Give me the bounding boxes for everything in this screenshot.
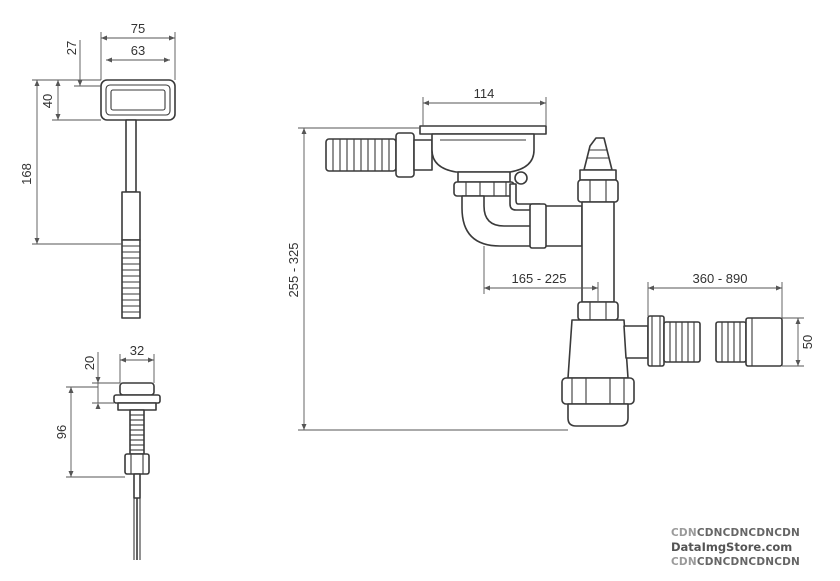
handle-assembly bbox=[100, 79, 176, 319]
siphon-assembly bbox=[325, 125, 783, 427]
dim-label-96: 96 bbox=[54, 425, 69, 439]
dim-label-32: 32 bbox=[130, 343, 144, 358]
dim-total-height: 255 - 325 bbox=[286, 127, 568, 431]
dim-label-50: 50 bbox=[800, 335, 815, 349]
cable-corrugated bbox=[121, 239, 141, 319]
dim-label-165-225: 165 - 225 bbox=[512, 271, 567, 286]
plug-rod bbox=[133, 473, 141, 499]
dim-label-255-325: 255 - 325 bbox=[286, 243, 301, 298]
pipe-coupling bbox=[529, 203, 547, 249]
strainer-nut bbox=[453, 181, 515, 197]
top-hose-nozzle bbox=[583, 137, 613, 171]
dim-handle-inner-width: 63 bbox=[106, 43, 170, 63]
strainer-tab bbox=[514, 171, 528, 185]
watermark-line-3a: CDN bbox=[671, 556, 697, 568]
dim-plug-diameter: 32 bbox=[119, 343, 155, 383]
cable-ribs bbox=[122, 245, 140, 313]
overflow-hose bbox=[325, 132, 433, 178]
plug-flange bbox=[113, 394, 161, 404]
trap-cup bbox=[567, 403, 629, 427]
dim-outlet-diameter: 50 bbox=[782, 317, 815, 367]
dim-label-63: 63 bbox=[131, 43, 145, 58]
dim-label-20: 20 bbox=[82, 356, 97, 370]
outlet-connector bbox=[647, 315, 701, 367]
watermark-line-3: CDNCDNCDNCDNCDN bbox=[671, 556, 800, 568]
dim-outlet-extension: 360 - 890 bbox=[647, 271, 783, 318]
watermark-line-3b: CDNCDNCDNCDN bbox=[696, 556, 801, 568]
trap-nut bbox=[561, 377, 635, 405]
dim-label-114: 114 bbox=[474, 86, 495, 101]
cable-sleeve bbox=[121, 191, 141, 241]
dim-strainer-diameter: 114 bbox=[422, 86, 547, 126]
dim-trap-offset: 165 - 225 bbox=[483, 246, 599, 302]
handle-inner bbox=[105, 84, 171, 116]
handle-window bbox=[110, 89, 166, 111]
plug-thread-lines bbox=[130, 414, 144, 451]
plug-cap bbox=[119, 382, 155, 396]
dim-label-360-890: 360 - 890 bbox=[693, 271, 748, 286]
dim-label-27: 27 bbox=[64, 41, 79, 55]
watermark-line-1: CDNCDNCDNCDNCDN bbox=[671, 527, 800, 539]
dim-label-75: 75 bbox=[131, 21, 145, 36]
dim-label-40: 40 bbox=[40, 94, 55, 108]
dim-plug-thread: 96 bbox=[54, 386, 125, 478]
plug-collar bbox=[117, 402, 157, 411]
bottle-trap bbox=[561, 319, 649, 427]
tee-bottom-nut bbox=[577, 301, 619, 321]
outlet-extension-pipe bbox=[715, 317, 783, 367]
plug-assembly bbox=[113, 382, 161, 560]
watermark-line-1b: CDNCDNCDNCDN bbox=[696, 527, 801, 539]
plug-nut bbox=[124, 453, 150, 475]
dim-cable-length: 168 bbox=[19, 79, 122, 245]
dim-handle-outer-width: 75 bbox=[100, 21, 176, 80]
trap-outlet-stub bbox=[623, 325, 649, 359]
tee-nut bbox=[577, 179, 619, 203]
plug-thread bbox=[129, 409, 145, 455]
dim-label-168: 168 bbox=[19, 163, 34, 185]
vertical-tee bbox=[577, 137, 619, 321]
watermark-line-1a: CDN bbox=[671, 527, 697, 539]
handle-outer bbox=[100, 79, 176, 121]
dim-handle-height: 40 bbox=[40, 79, 101, 121]
watermark-line-2: DataImgStore.com bbox=[671, 540, 793, 554]
cable-rod bbox=[125, 119, 137, 193]
dim-plug-flange: 20 bbox=[82, 352, 120, 409]
strainer-bowl bbox=[419, 125, 547, 197]
dim-handle-depth: 27 bbox=[64, 40, 101, 87]
strainer-rim bbox=[419, 125, 547, 135]
